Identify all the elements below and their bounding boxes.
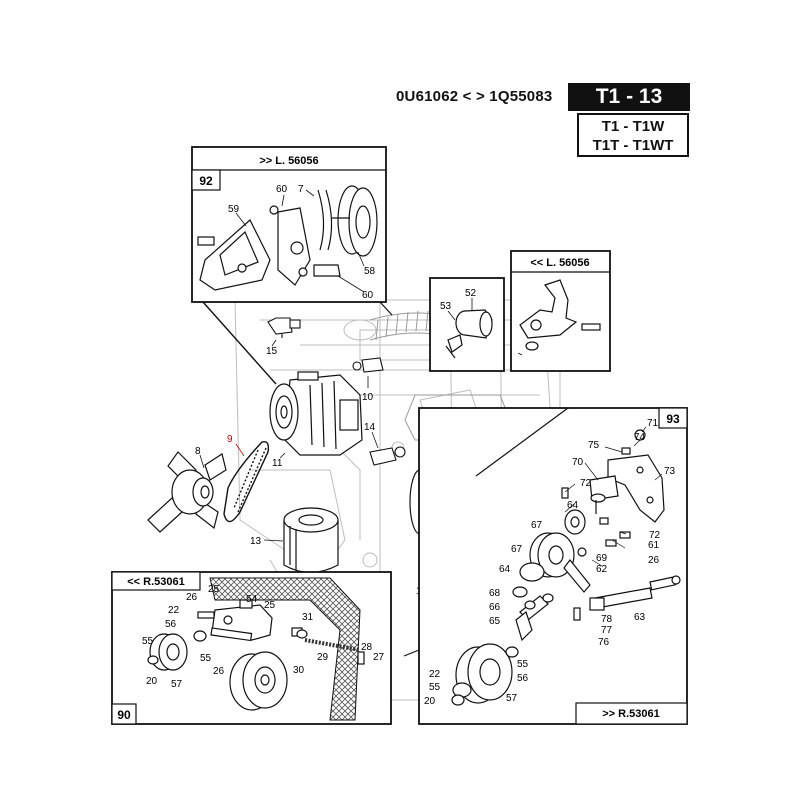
- callout-56: 56: [517, 673, 529, 684]
- callout-8: 8: [195, 446, 201, 457]
- callout-61: 61: [648, 540, 660, 551]
- callout-55c: 55: [142, 636, 154, 647]
- inset-90-id: 90: [117, 708, 131, 722]
- callout-74: 74: [634, 432, 646, 443]
- callout-68: 68: [489, 588, 501, 599]
- callout-67: 67: [531, 520, 543, 531]
- callout-7: 7: [298, 184, 304, 195]
- inset-93-leaders: [564, 426, 663, 567]
- model-line-2: T1T - T1WT: [592, 137, 674, 154]
- alternator-11: [269, 371, 363, 456]
- callout-20: 20: [424, 696, 436, 707]
- callout-20b: 20: [146, 676, 158, 687]
- page-code-badge: T1 - 13: [568, 83, 690, 111]
- callout-73: 73: [664, 466, 676, 477]
- inset-ignition: [429, 277, 505, 372]
- callout-66: 66: [489, 602, 501, 613]
- callout-55: 55: [517, 659, 529, 670]
- callout-56b: 56: [165, 619, 177, 630]
- callout-15: 15: [266, 346, 278, 357]
- callout-22: 22: [429, 669, 441, 680]
- callout-69: 69: [596, 553, 608, 564]
- inset-90-callouts: 26 25 54 22 56 25 31 55 55 29 28 20 57 2…: [142, 584, 385, 690]
- callout-64: 64: [567, 500, 579, 511]
- callout-30: 30: [293, 665, 305, 676]
- callout-72: 72: [580, 478, 592, 489]
- inset-90-drawing: [147, 599, 365, 711]
- callout-58: 58: [364, 266, 376, 277]
- callout-55d: 55: [200, 653, 212, 664]
- callout-53: 53: [440, 301, 452, 312]
- inset-93-callouts: 71 74 75 70 73 72 64 67 72 61 26 67 69 6…: [424, 418, 676, 707]
- sensor-15: [267, 317, 301, 338]
- callout-60: 60: [276, 184, 288, 195]
- callout-65: 65: [489, 616, 501, 627]
- callout-25: 25: [208, 584, 220, 595]
- callout-62: 62: [596, 564, 608, 575]
- callout-10: 10: [362, 392, 374, 403]
- callout-70: 70: [572, 457, 584, 468]
- callout-31: 31: [302, 612, 314, 623]
- callout-67b: 67: [511, 544, 523, 555]
- callout-28: 28: [361, 642, 373, 653]
- inset-92-leaders: [235, 189, 365, 293]
- callout-54: 54: [246, 594, 258, 605]
- callout-64b: 64: [499, 564, 511, 575]
- callout-14: 14: [364, 422, 376, 433]
- callout-11: 11: [272, 458, 283, 469]
- callout-27: 27: [373, 652, 385, 663]
- inset-92-callouts: 59 60 7 58 60: [228, 184, 376, 301]
- inset-90-label: << R.53061: [127, 576, 185, 588]
- inset-93-id: 93: [666, 412, 680, 426]
- fan-8: [147, 451, 227, 533]
- callout-22b: 22: [168, 605, 180, 616]
- callout-78: 78: [601, 614, 613, 625]
- sensor-10: [352, 357, 384, 373]
- model-line-1: T1 - T1W: [601, 118, 665, 135]
- callout-75: 75: [588, 440, 600, 451]
- serial-range: 0U61062 < > 1Q55083: [396, 88, 553, 105]
- callout-9: 9: [227, 434, 233, 445]
- inset-92-id: 92: [199, 174, 213, 188]
- oil-filter-13: [283, 507, 339, 574]
- callout-57: 57: [506, 693, 518, 704]
- callout-72b: 72: [649, 530, 661, 541]
- callout-55b: 55: [429, 682, 441, 693]
- callout-60b: 60: [362, 290, 374, 301]
- callout-76: 76: [598, 637, 610, 648]
- model-list: T1 - T1W T1T - T1WT: [577, 113, 689, 157]
- alternator-bracket-drawing: [197, 185, 378, 291]
- callout-26c: 26: [186, 592, 198, 603]
- belt-9: [223, 441, 270, 523]
- sensor-14: [369, 446, 406, 466]
- inset-ignition-callouts: 53 52: [440, 288, 477, 312]
- callout-63: 63: [634, 612, 646, 623]
- callout-57b: 57: [171, 679, 183, 690]
- inset-bracket-lower: [510, 250, 611, 372]
- callout-25b: 25: [264, 600, 276, 611]
- callout-13: 13: [250, 536, 262, 547]
- callout-26d: 26: [213, 666, 225, 677]
- inset-lower-label: << L. 56056: [530, 257, 589, 269]
- inset-93-drawing: [451, 429, 681, 706]
- callout-52: 52: [465, 288, 477, 299]
- callout-59: 59: [228, 204, 240, 215]
- callout-26: 26: [648, 555, 660, 566]
- inset-92-label: >> L. 56056: [259, 155, 318, 167]
- inset-93-footer: >> R.53061: [602, 708, 660, 720]
- callout-29: 29: [317, 652, 329, 663]
- callout-77: 77: [601, 625, 613, 636]
- callout-71: 71: [647, 418, 659, 429]
